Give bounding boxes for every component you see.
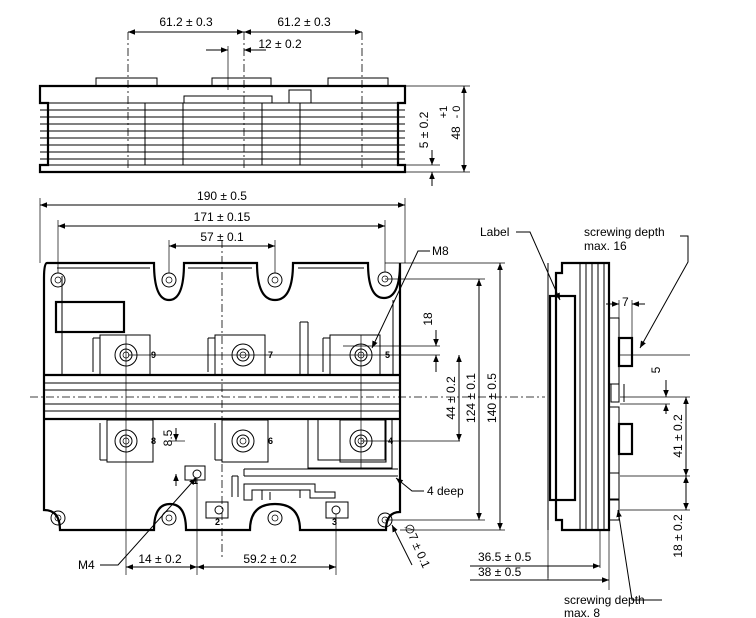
screw-top-line1: screwing depth <box>584 225 665 239</box>
dim-front-height-total: 140 ± 0.5 <box>485 373 499 423</box>
label-label: Label <box>480 225 509 239</box>
pin-3: 3 <box>332 517 337 527</box>
dim-side-41: 41 ± 0.2 <box>671 414 685 458</box>
side-view-body <box>554 261 611 532</box>
pin-9: 9 <box>151 350 156 360</box>
label-m8: M8 <box>432 244 449 258</box>
dim-front-width-holes: 171 ± 0.15 <box>194 210 251 224</box>
pin-5: 5 <box>385 350 390 360</box>
top-view <box>38 29 470 186</box>
dim-top-height: 48 <box>449 126 463 140</box>
front-view-outline <box>42 261 402 532</box>
terminal-row-bottom <box>99 419 387 463</box>
front-view <box>30 198 545 575</box>
dim-top-right: 61.2 ± 0.3 <box>277 15 331 29</box>
dim-front-height-holes: 124 ± 0.1 <box>464 373 478 423</box>
screw-bottom-line2: max. 8 <box>564 606 600 618</box>
dim-top-height-tol-plus: +1 <box>438 106 450 119</box>
pin-7: 7 <box>268 350 273 360</box>
dim-front-width-total: 190 ± 0.5 <box>197 189 247 203</box>
pin-4: 4 <box>388 436 393 446</box>
dim-front-terminal-18: 18 <box>421 312 435 326</box>
label-m4: M4 <box>78 558 95 572</box>
pin-8: 8 <box>151 436 156 446</box>
dim-top-left: 61.2 ± 0.3 <box>159 15 213 29</box>
dim-side-38: 38 ± 0.5 <box>478 565 522 579</box>
dim-side-7: 7 <box>622 295 629 309</box>
label-hole-diameter: ∅7 ± 0.1 <box>401 522 433 571</box>
label-plate <box>54 300 126 334</box>
dim-front-height-terminals: 44 ± 0.2 <box>444 376 458 420</box>
top-view-fins <box>40 109 405 166</box>
screw-top-line2: max. 16 <box>584 239 627 253</box>
dim-top-center: 12 ± 0.2 <box>258 37 302 51</box>
dim-front-bottom-left: 14 ± 0.2 <box>138 552 182 566</box>
dim-top-height-tol-minus: - 0 <box>451 106 463 119</box>
dim-front-bottom-mid: 59.2 ± 0.2 <box>243 552 297 566</box>
dim-side-18: 18 ± 0.2 <box>671 514 685 558</box>
side-view <box>470 231 690 601</box>
label-4-deep: 4 deep <box>427 484 464 498</box>
dim-side-5: 5 <box>649 366 663 373</box>
dim-side-36-5: 36.5 ± 0.5 <box>478 550 532 564</box>
pin-6: 6 <box>268 436 273 446</box>
side-label-area <box>548 294 577 502</box>
pin-1: 1 <box>193 476 198 486</box>
dim-front-width-inner: 57 ± 0.1 <box>200 230 244 244</box>
dim-front-8-5: 8.5 <box>161 429 175 446</box>
screw-bottom-line1: screwing depth <box>564 593 645 607</box>
pin-2: 2 <box>215 517 220 527</box>
dim-top-base: 5 ± 0.2 <box>417 111 431 148</box>
